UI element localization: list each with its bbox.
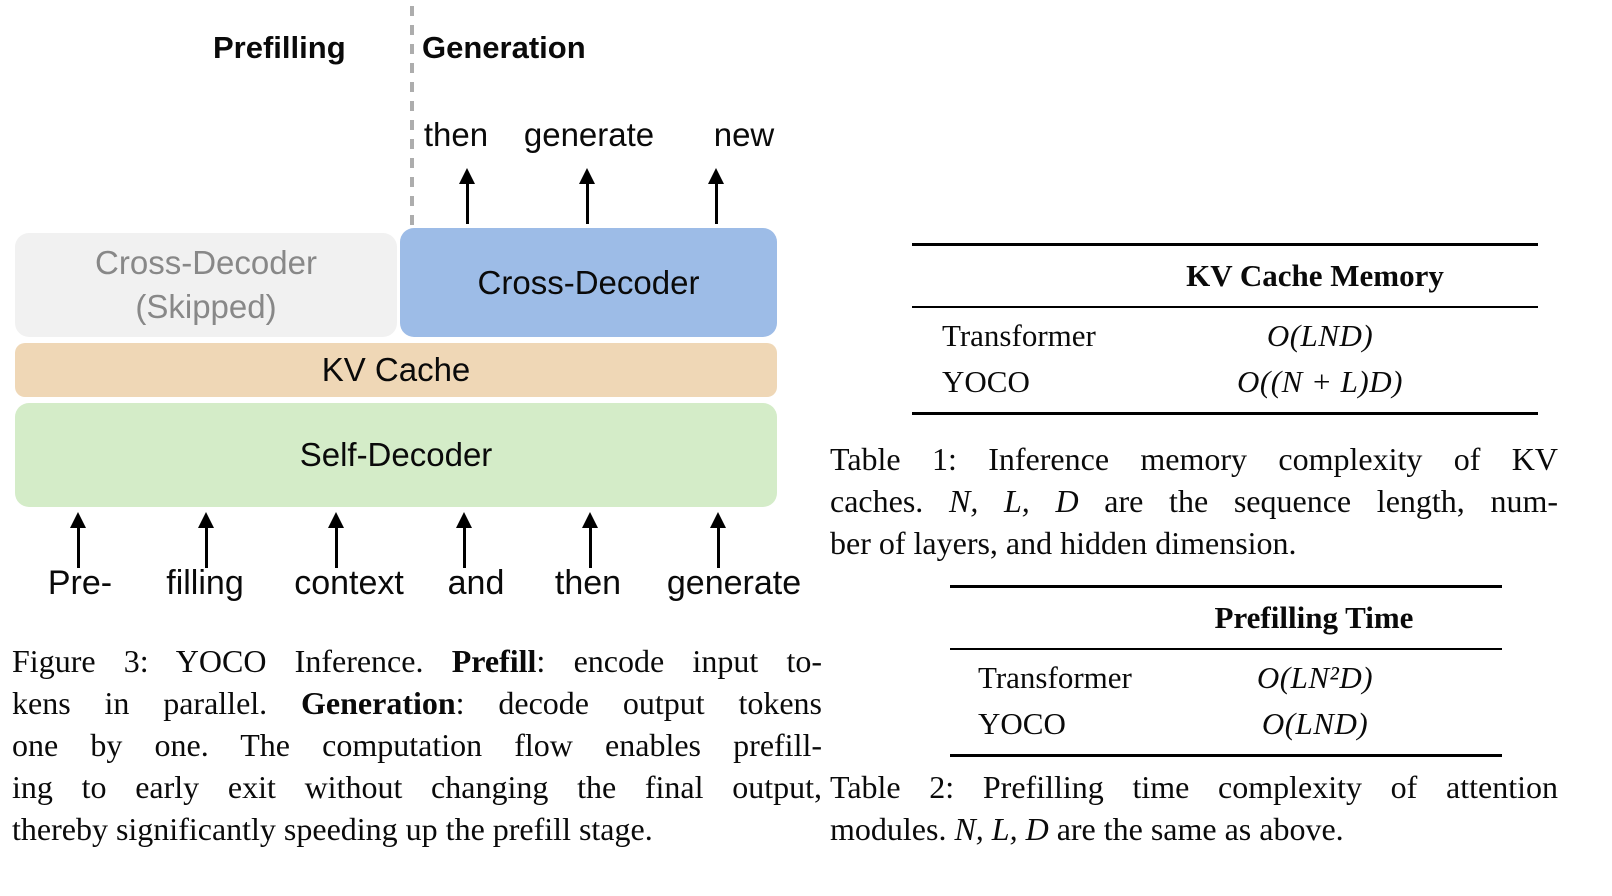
row-formula: O(LND) — [1261, 706, 1369, 741]
up-arrow-icon — [579, 168, 595, 224]
table-row: YOCO O(LND) — [950, 701, 1502, 747]
table-header-row: KV Cache Memory — [912, 246, 1538, 306]
table-rule-mid — [950, 648, 1502, 650]
cross-decoder-label: Cross-Decoder — [477, 263, 700, 301]
prefilling-phase-label: Prefilling — [213, 30, 346, 65]
input-token-filling: filling — [166, 564, 244, 602]
figure-caption-line: one by one. The computation flow enables… — [12, 727, 822, 763]
table-rule-bottom — [950, 754, 1502, 757]
input-token-then: then — [554, 564, 622, 602]
cross-decoder-skipped-label-line2: (Skipped) — [135, 288, 277, 325]
row-formula: O(LN²D) — [1256, 660, 1374, 695]
up-arrow-icon — [70, 512, 86, 568]
self-decoder-label: Self-Decoder — [299, 436, 493, 473]
figure-caption-line: thereby significantly speeding up the pr… — [12, 811, 653, 847]
row-formula: O((N + L)D) — [1237, 364, 1403, 399]
table-rule-top — [912, 243, 1538, 246]
table-caption-line: modules. N, L, D are the same as above. — [830, 811, 1344, 847]
row-label: Transformer — [978, 660, 1132, 695]
up-arrow-icon — [582, 512, 598, 568]
figure-caption: Figure 3: YOCO Inference. Prefill: encod… — [12, 640, 822, 850]
table-rule-bottom — [912, 412, 1538, 415]
prefilling-time-table: Prefilling Time Transformer O(LN²D) YOCO… — [950, 585, 1502, 757]
kv-cache-label: KV Cache — [321, 351, 471, 388]
row-label: YOCO — [942, 364, 1030, 399]
figure-caption-line: Figure 3: YOCO Inference. Prefill: encod… — [12, 643, 823, 679]
table-header-row: Prefilling Time — [950, 588, 1502, 648]
up-arrow-icon — [328, 512, 344, 568]
output-token-new: new — [713, 116, 775, 153]
phase-divider-dashed-line — [410, 6, 414, 228]
table-rule-top — [950, 585, 1502, 588]
up-arrow-icon — [710, 512, 726, 568]
self-decoder-box: Self-Decoder — [15, 403, 777, 507]
kv-cache-memory-table: KV Cache Memory Transformer O(LND) YOCO … — [912, 243, 1538, 415]
table-caption-line: caches. N, L, D are the sequence length,… — [830, 483, 1559, 519]
table-1-caption: Table 1: Inference memory complexity of … — [830, 438, 1558, 564]
table-caption-line: Table 1: Inference memory complexity of … — [830, 441, 1558, 477]
output-token-generate: generate — [523, 116, 655, 153]
row-label: Transformer — [942, 318, 1096, 353]
table-row: YOCO O((N + L)D) — [912, 359, 1538, 405]
up-arrow-icon — [198, 512, 214, 568]
cross-decoder-skipped-label-line1: Cross-Decoder — [95, 244, 317, 281]
figure-caption-line: kens in parallel. Generation: decode out… — [12, 685, 823, 721]
table-body: Transformer O(LND) YOCO O((N + L)D) — [912, 308, 1538, 412]
table-caption-line: ber of layers, and hidden dimension. — [830, 525, 1297, 561]
row-formula: O(LND) — [1266, 318, 1374, 353]
input-token-generate: generate — [666, 564, 802, 602]
input-token-and: and — [447, 564, 505, 602]
input-token-pre: Pre- — [47, 564, 113, 602]
table-2-caption: Table 2: Prefilling time complexity of a… — [830, 766, 1558, 850]
up-arrow-icon — [708, 168, 724, 224]
cross-decoder-box: Cross-Decoder — [400, 228, 777, 337]
row-label: YOCO — [978, 706, 1066, 741]
table-row: Transformer O(LND) — [912, 313, 1538, 359]
figure-caption-line: ing to early exit without changing the f… — [12, 769, 822, 805]
input-token-context: context — [294, 564, 404, 602]
cross-decoder-skipped-box: Cross-Decoder (Skipped) — [15, 233, 397, 337]
table-rule-mid — [912, 306, 1538, 308]
output-token-then: then — [423, 116, 489, 153]
table-header-cell: Prefilling Time — [1214, 600, 1414, 635]
generation-phase-label: Generation — [422, 30, 586, 65]
table-row: Transformer O(LN²D) — [950, 655, 1502, 701]
up-arrow-icon — [456, 512, 472, 568]
table-caption-line: Table 2: Prefilling time complexity of a… — [830, 769, 1558, 805]
table-header-cell: KV Cache Memory — [1186, 258, 1444, 293]
kv-cache-box: KV Cache — [15, 343, 777, 397]
up-arrow-icon — [459, 168, 475, 224]
table-body: Transformer O(LN²D) YOCO O(LND) — [950, 650, 1502, 754]
